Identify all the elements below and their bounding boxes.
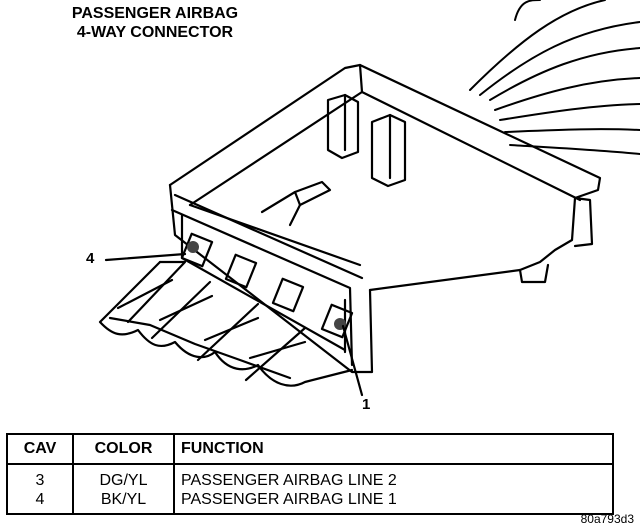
cav-value: 4	[35, 491, 45, 508]
wire-bundle	[469, 0, 640, 155]
color-value: BK/YL	[100, 491, 147, 508]
terminal-pin-highlights	[187, 241, 346, 330]
header-function: FUNCTION	[173, 433, 614, 465]
cav-cell: 3 4	[6, 464, 74, 515]
pinout-table: CAV COLOR FUNCTION 3 4 DG/YL BK/YL PASSE…	[6, 433, 614, 515]
callout-1-leader	[341, 324, 364, 397]
function-value: PASSENGER AIRBAG LINE 2	[181, 472, 397, 489]
callout-4-label: 4	[86, 250, 95, 267]
diagram-title: PASSENGER AIRBAG 4-WAY CONNECTOR	[30, 4, 280, 42]
table-row: 3 4 DG/YL BK/YL PASSENGER AIRBAG LINE 2 …	[6, 464, 614, 515]
header-cav: CAV	[6, 433, 74, 465]
header-color: COLOR	[72, 433, 175, 465]
connector-illustration	[98, 0, 640, 397]
callout-1-label: 1	[362, 396, 371, 413]
color-cell: DG/YL BK/YL	[72, 464, 175, 515]
callout-4-leader	[104, 252, 187, 262]
function-cell: PASSENGER AIRBAG LINE 2 PASSENGER AIRBAG…	[173, 464, 614, 515]
title-line-2: 4-WAY CONNECTOR	[76, 24, 234, 41]
cav-value: 3	[35, 472, 45, 489]
title-line-1: PASSENGER AIRBAG	[71, 5, 239, 22]
terminal-cavities	[180, 232, 354, 339]
flat-ribbon-cable	[98, 260, 354, 387]
function-value: PASSENGER AIRBAG LINE 1	[181, 491, 397, 508]
table-header-row: CAV COLOR FUNCTION	[6, 433, 614, 465]
figure-id: 80a793d3	[580, 512, 634, 526]
latch-tabs	[260, 93, 407, 227]
color-value: DG/YL	[99, 472, 148, 489]
